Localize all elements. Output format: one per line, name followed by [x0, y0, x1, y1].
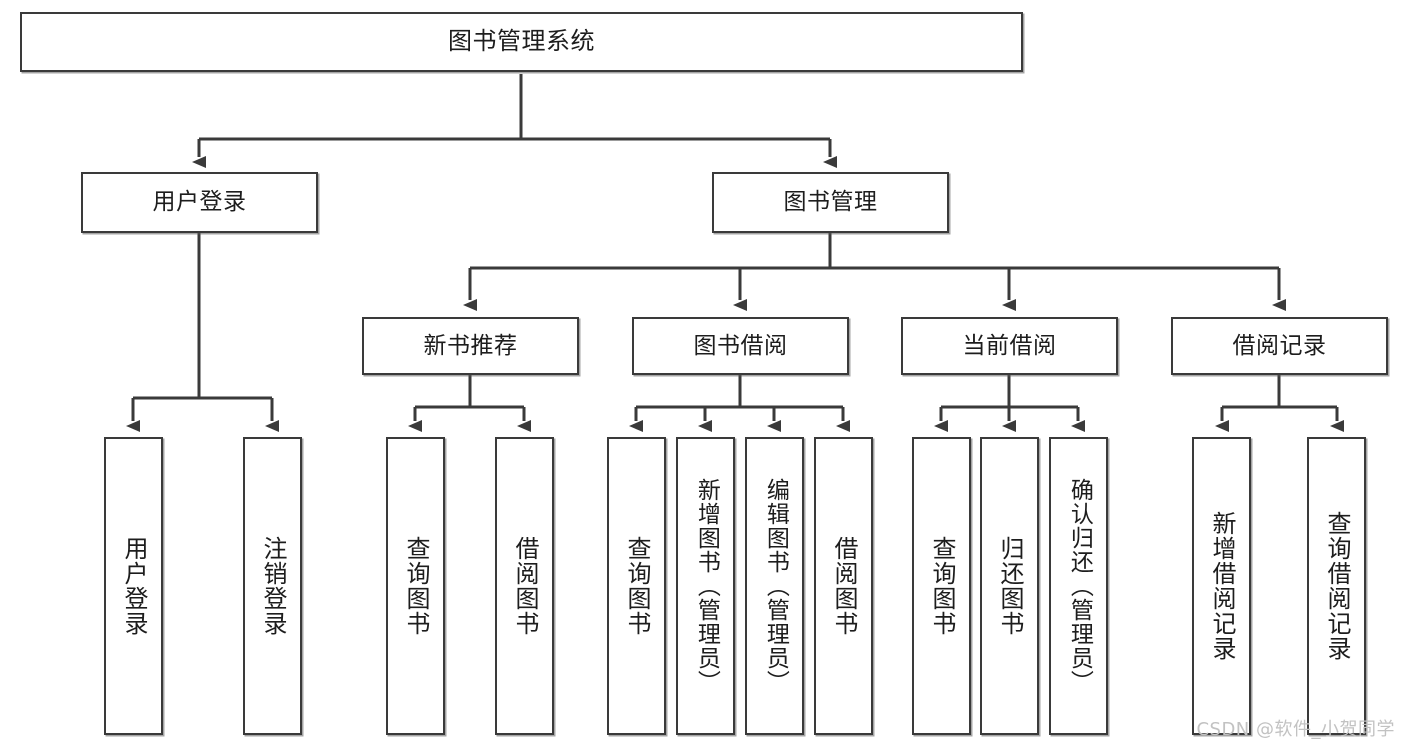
leaf-query-borrow-record[interactable]: 查询借阅记录	[1307, 437, 1366, 735]
node-root[interactable]: 图书管理系统	[20, 12, 1023, 72]
leaf-user-login[interactable]: 用户登录	[104, 437, 163, 735]
leaf-borrow-book[interactable]: 借阅图书	[814, 437, 873, 735]
node-new-book-recommend[interactable]: 新书推荐	[362, 317, 579, 375]
leaf-query-book-recommend[interactable]: 查询图书	[386, 437, 445, 735]
leaf-confirm-return-admin-label: 确认归还（管理员）	[1066, 478, 1093, 694]
leaf-borrow-book-recommend-label: 借阅图书	[510, 536, 539, 636]
leaf-add-borrow-record[interactable]: 新增借阅记录	[1192, 437, 1251, 735]
node-book-borrow[interactable]: 图书借阅	[632, 317, 849, 375]
leaf-logout[interactable]: 注销登录	[243, 437, 302, 735]
leaf-query-book-current-label: 查询图书	[927, 536, 956, 636]
leaf-user-login-label: 用户登录	[119, 536, 148, 636]
leaf-add-book-admin-label: 新增图书（管理员）	[693, 478, 720, 694]
node-new-book-recommend-label: 新书推荐	[423, 332, 518, 359]
leaf-logout-label: 注销登录	[258, 536, 287, 636]
node-borrow-record-label: 借阅记录	[1232, 332, 1327, 359]
leaf-borrow-book-label: 借阅图书	[829, 536, 858, 636]
leaf-query-book-current[interactable]: 查询图书	[912, 437, 971, 735]
node-current-borrow[interactable]: 当前借阅	[901, 317, 1118, 375]
leaf-edit-book-admin-label: 编辑图书（管理员）	[762, 478, 789, 694]
leaf-return-book[interactable]: 归还图书	[980, 437, 1039, 735]
leaf-add-borrow-record-label: 新增借阅记录	[1207, 511, 1236, 661]
leaf-confirm-return-admin[interactable]: 确认归还（管理员）	[1049, 437, 1108, 735]
node-user-login-label: 用户登录	[152, 189, 247, 216]
node-current-borrow-label: 当前借阅	[962, 332, 1057, 359]
leaf-query-borrow-record-label: 查询借阅记录	[1322, 511, 1351, 661]
node-user-login[interactable]: 用户登录	[81, 172, 318, 233]
leaf-query-book-borrow-label: 查询图书	[622, 536, 651, 636]
leaf-edit-book-admin[interactable]: 编辑图书（管理员）	[745, 437, 804, 735]
node-root-label: 图书管理系统	[448, 27, 595, 56]
watermark: CSDN @软件_小贺同学	[1196, 719, 1395, 740]
leaf-return-book-label: 归还图书	[995, 536, 1024, 636]
leaf-borrow-book-recommend[interactable]: 借阅图书	[495, 437, 554, 735]
node-book-management[interactable]: 图书管理	[712, 172, 949, 233]
leaf-add-book-admin[interactable]: 新增图书（管理员）	[676, 437, 735, 735]
leaf-query-book-borrow[interactable]: 查询图书	[607, 437, 666, 735]
node-book-borrow-label: 图书借阅	[693, 332, 788, 359]
node-borrow-record[interactable]: 借阅记录	[1171, 317, 1388, 375]
node-book-management-label: 图书管理	[783, 189, 878, 216]
leaf-query-book-recommend-label: 查询图书	[401, 536, 430, 636]
